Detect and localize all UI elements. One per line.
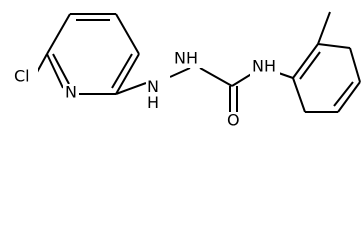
chemical-structure-diagram: Cl N NH NH NH O	[12, 11, 361, 130]
atom-label-nh-hydrazine-2: NH	[174, 49, 198, 68]
bond-ring-c3-c2	[115, 53, 140, 95]
bond-tol-c6-c1	[292, 77, 306, 113]
atom-label-cl: Cl	[14, 67, 30, 86]
bond-ring-c6-c5	[46, 13, 71, 55]
bond-tol-c2-c3	[317, 43, 351, 49]
bond-tol-c4-c5	[337, 81, 361, 113]
atom-label-n-pyridine: N	[65, 83, 77, 102]
bond-tol-c4-c5-double	[333, 81, 354, 107]
bond-c2-nh1	[115, 82, 147, 95]
bond-nh1-nh2	[169, 67, 191, 78]
bond-ring-c3-c2-double	[111, 53, 133, 89]
atom-labels: Cl N NH NH NH O	[12, 49, 280, 130]
bond-nh2-c-carbonyl	[199, 67, 233, 87]
atom-label-nh-hydrazine-1: NH	[144, 77, 163, 109]
label-bg-nh-amide	[250, 58, 280, 76]
bond-methyl	[317, 11, 331, 45]
label-bg-cl	[12, 68, 38, 86]
bond-ring-n-c6	[46, 53, 64, 89]
label-bg-o	[226, 112, 242, 130]
atom-label-nh-amide: NH	[252, 57, 276, 76]
label-bg-n-pyridine	[63, 84, 79, 102]
bond-tol-c1-c2-double	[299, 51, 321, 80]
bond-tol-c3-c4	[349, 47, 361, 83]
bond-ring-n-c6-double	[52, 53, 70, 85]
label-bg-nh-hydrazine-2	[172, 50, 202, 68]
atom-label-o: O	[227, 111, 240, 130]
bonds	[35, 11, 361, 113]
label-bg-nh-hydrazine-1	[146, 68, 170, 102]
bond-ring-c4-c3	[115, 13, 140, 55]
bond-tol-c1-c2	[292, 43, 319, 79]
